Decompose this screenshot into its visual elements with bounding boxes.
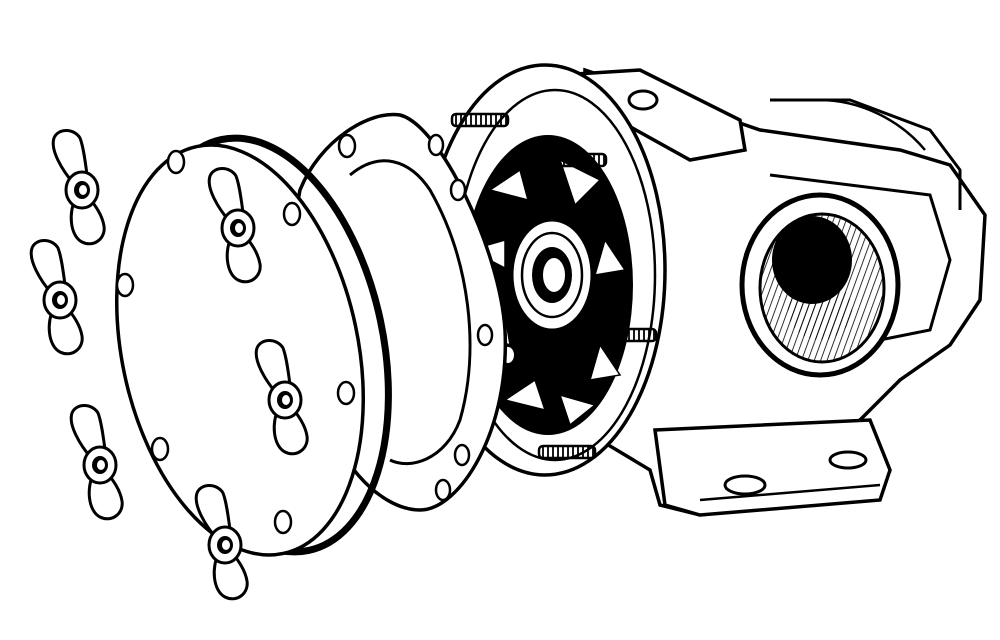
stud-bottom [537,444,597,460]
stud-top-right [548,152,608,168]
stud-right-lower [598,327,658,343]
stud-top-left [450,112,510,128]
wing-nut-2 [29,239,84,356]
rubber-impeller [463,135,633,435]
end-cover [114,143,366,557]
threaded-port [739,173,952,378]
mounting-foot [653,418,892,517]
wing-nut-3 [69,404,124,521]
wing-nut-1 [51,129,106,246]
